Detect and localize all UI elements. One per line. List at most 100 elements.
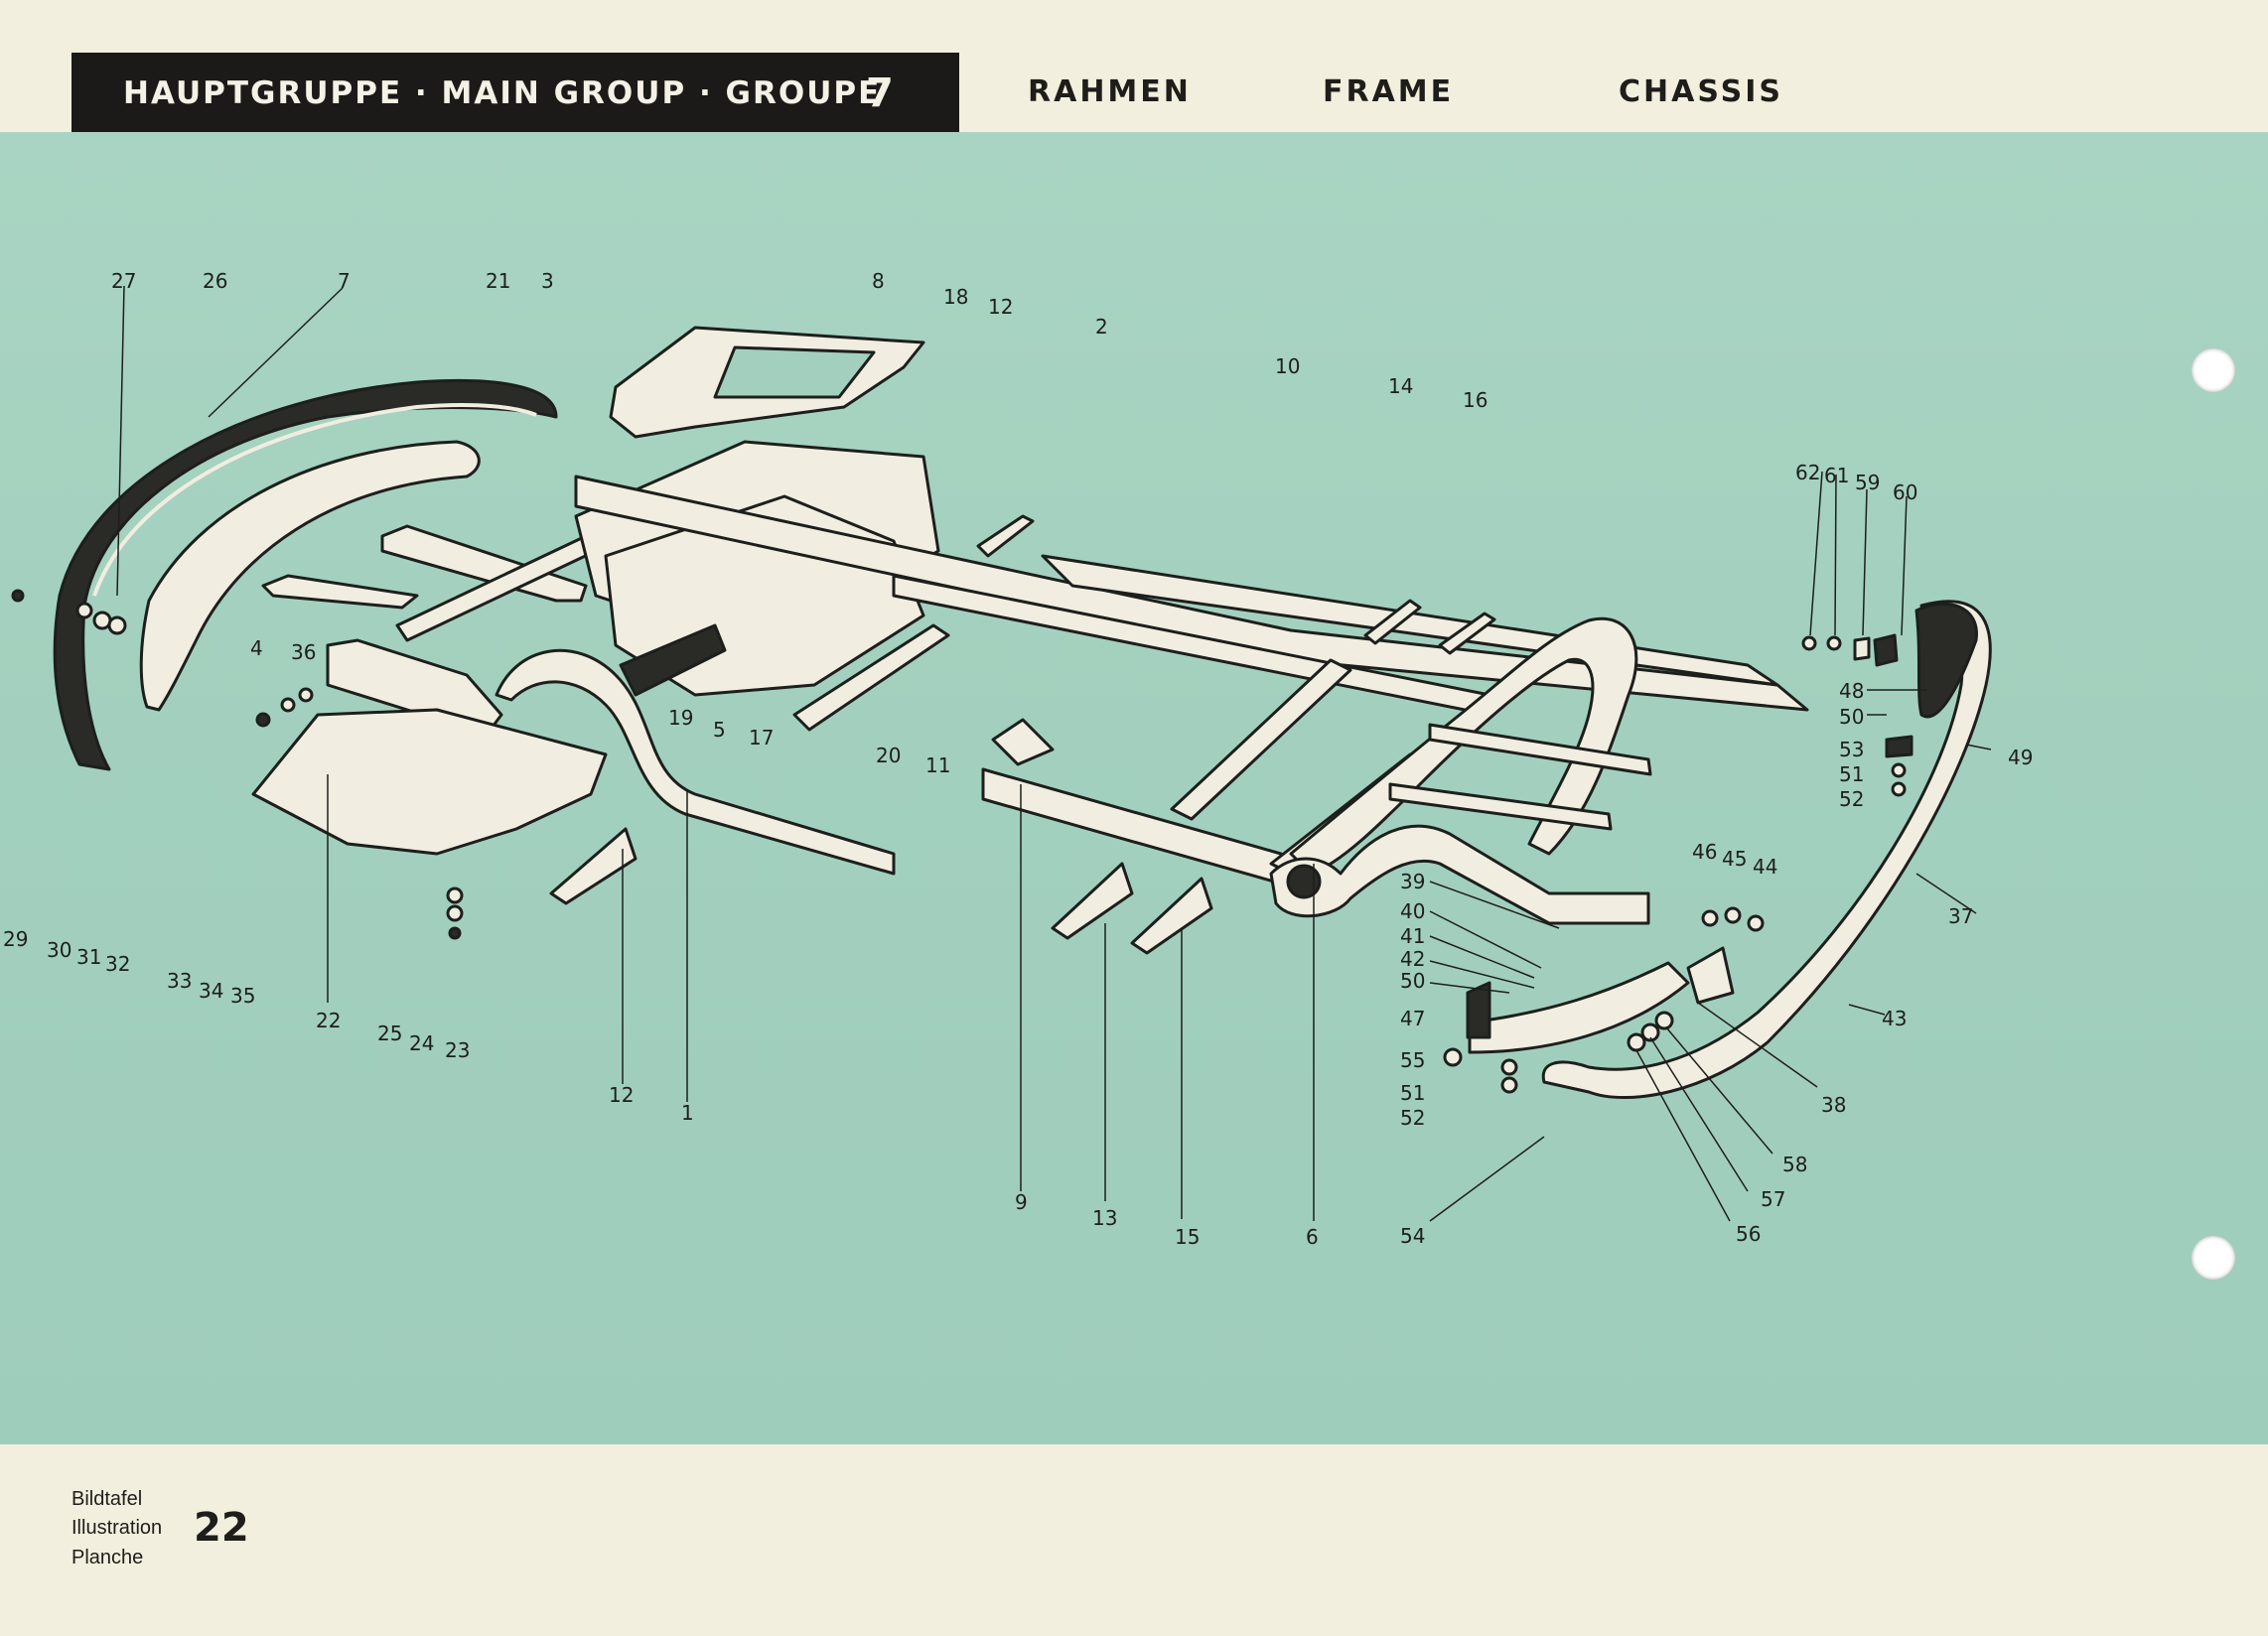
- title-english: FRAME: [1323, 74, 1455, 109]
- callout-40: 40: [1400, 899, 1425, 923]
- gusset-15: [1130, 877, 1213, 955]
- callout-44: 44: [1753, 855, 1777, 879]
- washer-61: [1826, 635, 1842, 651]
- washer-52: [1500, 1076, 1518, 1094]
- callout-50b: 50: [1400, 969, 1425, 993]
- plate-number: 22: [194, 1505, 249, 1551]
- callout-52a: 52: [1839, 787, 1864, 811]
- callout-4: 4: [250, 636, 263, 660]
- long-rail-9: [981, 767, 1283, 886]
- callout-60: 60: [1893, 480, 1917, 504]
- main-group-number: 7: [866, 70, 896, 116]
- washer-58: [1654, 1011, 1674, 1030]
- main-group-header-bar: HAUPTGRUPPE · MAIN GROUP · GROUPE 7: [71, 53, 959, 134]
- footer-label-de: Bildtafel: [71, 1488, 143, 1510]
- callout-21: 21: [486, 269, 510, 293]
- washer-46: [1701, 909, 1719, 927]
- callout-22: 22: [316, 1009, 341, 1032]
- bracket-block-47: [1466, 981, 1491, 1039]
- callout-27: 27: [111, 269, 136, 293]
- rear-tube-lower: [1388, 782, 1613, 831]
- washer-45: [1724, 906, 1742, 924]
- callout-36: 36: [291, 640, 316, 664]
- callout-39: 39: [1400, 870, 1425, 893]
- footer-label-en: Illustration: [71, 1517, 163, 1539]
- callout-24: 24: [409, 1031, 434, 1055]
- washer-24: [446, 904, 464, 922]
- callout-41: 41: [1400, 924, 1425, 948]
- callout-58: 58: [1782, 1153, 1807, 1176]
- tray-8-opening: [713, 345, 876, 399]
- title-german: RAHMEN: [1028, 74, 1192, 109]
- callout-34: 34: [199, 979, 223, 1003]
- callout-1: 1: [681, 1101, 694, 1125]
- callout-2: 2: [1095, 315, 1108, 339]
- leader-lines: [116, 285, 1992, 1222]
- gusset-11: [991, 718, 1055, 766]
- washer-57: [1640, 1022, 1660, 1042]
- footer-label-fr: Planche: [71, 1547, 144, 1568]
- callout-43: 43: [1882, 1007, 1907, 1030]
- bracket-rail-4: [261, 574, 419, 610]
- callout-35: 35: [230, 984, 255, 1008]
- washer-55: [1443, 1047, 1463, 1067]
- callout-10: 10: [1275, 354, 1300, 378]
- callout-13: 13: [1092, 1206, 1117, 1230]
- bracket-14: [1363, 599, 1422, 645]
- callout-8: 8: [872, 269, 885, 293]
- callout-3: 3: [541, 269, 554, 293]
- callout-32: 32: [105, 952, 130, 976]
- callout-29: 29: [3, 927, 28, 951]
- callout-51a: 51: [1839, 762, 1864, 786]
- callout-numbers: 27 26 7 21 3 8 18 12 2 10 14 16 62 61 59…: [3, 269, 2033, 1249]
- callout-45: 45: [1722, 847, 1747, 871]
- bumper-rail-26-inner: [92, 403, 537, 597]
- perforated-bar-19: [619, 623, 727, 697]
- callout-26: 26: [203, 269, 227, 293]
- bolt-23: [448, 926, 462, 940]
- callout-49: 49: [2008, 746, 2033, 769]
- rear-bumper-37: [1541, 600, 1992, 1100]
- washer-34: [280, 697, 296, 713]
- callout-59: 59: [1855, 471, 1880, 494]
- bracket-53: [1885, 735, 1914, 758]
- washer-25: [446, 886, 464, 904]
- callout-33: 33: [167, 969, 192, 993]
- callout-23: 23: [445, 1038, 470, 1062]
- callout-12a: 12: [988, 295, 1013, 319]
- callout-30: 30: [47, 938, 71, 962]
- callout-20: 20: [876, 744, 901, 767]
- callout-52b: 52: [1400, 1106, 1425, 1130]
- washer-52a: [1891, 781, 1907, 797]
- gusset-13: [1051, 862, 1134, 940]
- cross-member-a: [1170, 658, 1352, 821]
- bolt-33: [255, 712, 271, 728]
- swing-bracket-47: [1468, 961, 1690, 1054]
- main-group-label: HAUPTGRUPPE · MAIN GROUP · GROUPE: [123, 75, 882, 111]
- callout-46: 46: [1692, 840, 1717, 864]
- rear-fork-6: [1269, 824, 1650, 925]
- callout-38: 38: [1821, 1093, 1846, 1117]
- callout-15: 15: [1175, 1225, 1200, 1249]
- callout-16: 16: [1463, 388, 1488, 412]
- gusset-12-lower: [549, 827, 638, 905]
- callout-42: 42: [1400, 947, 1425, 971]
- callout-56: 56: [1736, 1222, 1761, 1246]
- callout-62: 62: [1795, 461, 1820, 484]
- callout-61: 61: [1824, 464, 1849, 487]
- rail-piece-20: [792, 623, 950, 732]
- callout-5: 5: [713, 718, 726, 742]
- floor-pan-22: [251, 708, 608, 856]
- callout-31: 31: [76, 945, 101, 969]
- callout-7: 7: [338, 269, 351, 293]
- callout-14: 14: [1388, 374, 1413, 398]
- callout-12b: 12: [609, 1083, 634, 1107]
- callout-57: 57: [1761, 1187, 1785, 1211]
- bracket-60: [1873, 633, 1899, 667]
- spine-tube-2: [574, 475, 1809, 712]
- callout-11: 11: [925, 753, 950, 777]
- side-rail-36: [326, 638, 503, 737]
- callout-47: 47: [1400, 1007, 1425, 1030]
- title-french: CHASSIS: [1619, 74, 1783, 109]
